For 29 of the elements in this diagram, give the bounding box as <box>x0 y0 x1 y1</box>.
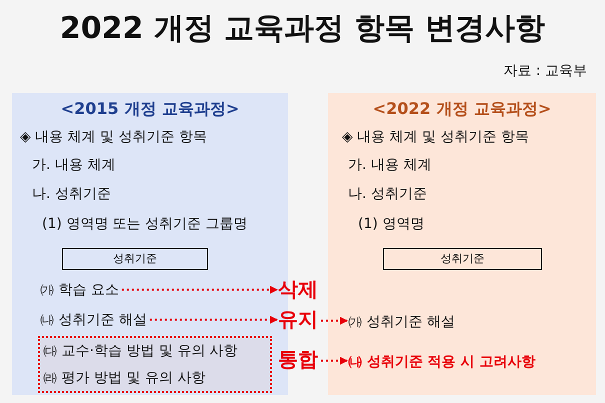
list-item: 가. 내용 체계 <box>32 156 116 174</box>
list-item: ㈐ 교수·학습 방법 및 유의 사항 <box>43 342 238 360</box>
change-label: 삭제 <box>278 276 318 303</box>
list-item: ㈎ 학습 요소 <box>40 281 119 299</box>
list-item: ◈ 내용 체계 및 성취기준 항목 <box>342 128 530 146</box>
arrow <box>321 316 348 325</box>
label-box: 성취기준 <box>383 248 542 270</box>
arrow <box>321 356 348 365</box>
list-item: ◈ 내용 체계 및 성취기준 항목 <box>20 128 208 146</box>
title: 2022 개정 교육과정 항목 변경사항 <box>58 10 546 48</box>
label-box: 성취기준 <box>62 248 208 270</box>
change-label: 통합 <box>278 346 318 373</box>
arrow <box>122 286 278 294</box>
list-item: ㈏ 성취기준 해설 <box>40 311 147 329</box>
list-item: ㈏ 성취기준 적용 시 고려사항 <box>348 353 536 371</box>
list-item: 가. 내용 체계 <box>348 156 432 174</box>
change-label: 유지 <box>278 306 318 333</box>
list-item: ㈑ 평가 방법 및 유의 사항 <box>43 369 206 387</box>
source-note: 자료 : 교육부 <box>503 62 587 80</box>
list-item: ㈎ 성취기준 해설 <box>348 313 455 331</box>
list-item: 나. 성취기준 <box>32 185 111 203</box>
list-item: (1) 영역명 <box>358 215 424 233</box>
list-item: 나. 성취기준 <box>348 185 427 203</box>
list-item: (1) 영역명 또는 성취기준 그룹명 <box>42 215 248 233</box>
dotted-box <box>38 336 272 393</box>
arrow <box>150 316 278 324</box>
panel-heading: <2015 개정 교육과정> <box>60 99 240 120</box>
panel <box>328 93 596 395</box>
panel-heading: <2022 개정 교육과정> <box>372 99 552 120</box>
